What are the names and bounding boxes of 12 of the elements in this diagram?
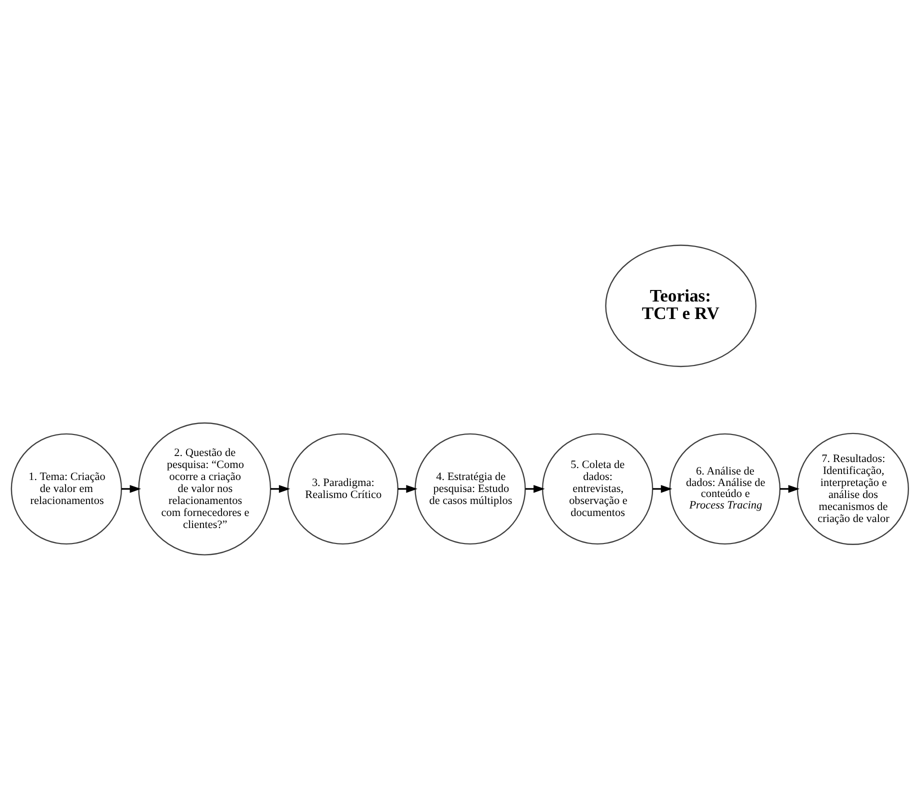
arrow: [270, 484, 290, 493]
arrow: [780, 484, 800, 493]
node-circle: 6. Análise de dados: Análise de conteúdo e Process Tracing: [669, 433, 781, 545]
node-circle: 1. Tema: Criação de valor em relacionamentos: [10, 433, 122, 545]
node-circle: 4. Estratégia de pesquisa: Estudo de casos múltiplos: [414, 433, 526, 545]
node-circle: 2. Questão de pesquisa: “Como ocorre a criação de valor nos relacionamentos com fornecedores e clientes?”: [138, 422, 272, 556]
node-circle: 5. Coleta de dados: entrevistas, observação e documentos: [542, 433, 654, 545]
node-circle: 3. Paradigma: Realismo Crítico: [287, 433, 398, 545]
arrow: [652, 484, 672, 493]
arrow: [121, 484, 142, 493]
node-circle: 7. Resultados: Identificação, interpretação e análise dos mecanismos de criação de valor: [796, 432, 910, 545]
node-ellipse: Teorias: TCT e RV: [605, 244, 757, 368]
